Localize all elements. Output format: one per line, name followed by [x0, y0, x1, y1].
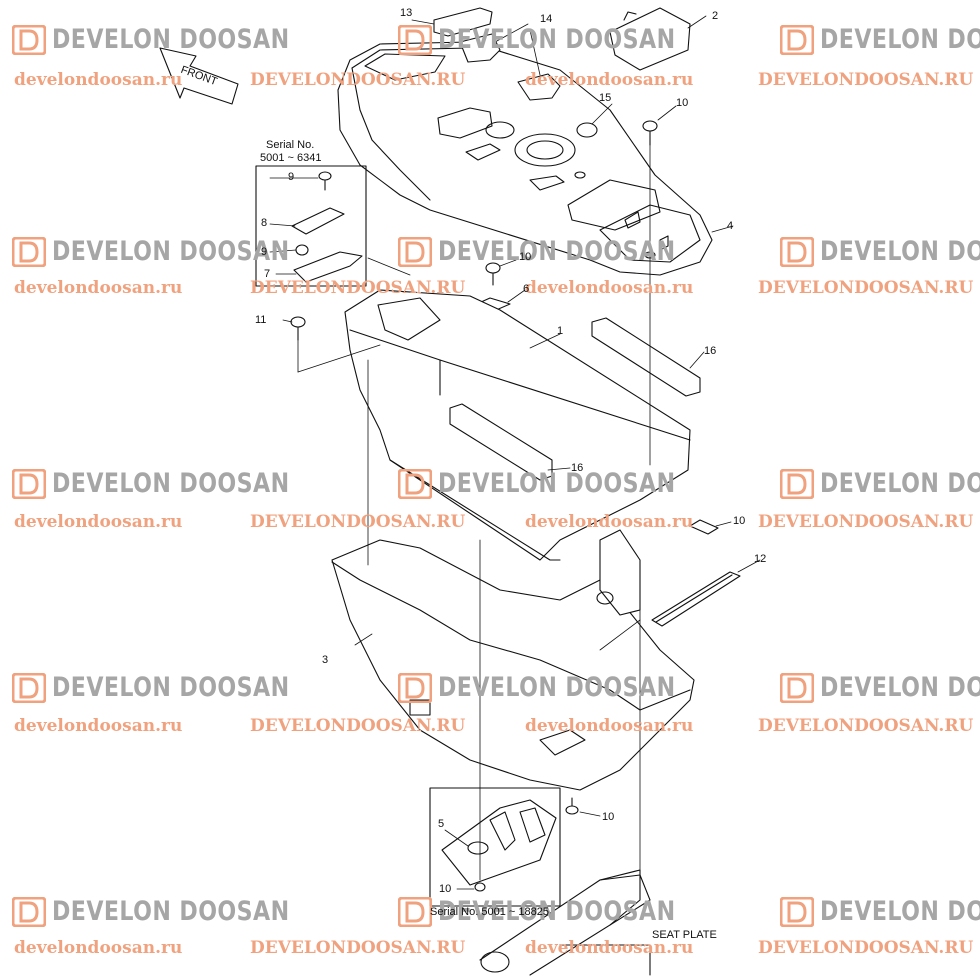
- lid-part-2: [609, 7, 691, 71]
- watermark-logo: DEVELON DOOSAN: [398, 896, 728, 927]
- develon-logo-icon: [780, 24, 814, 55]
- develon-logo-icon: [398, 672, 432, 703]
- callout-10-lower: 10: [602, 811, 615, 823]
- watermark-logo: DEVELON DOOSAN: [398, 672, 728, 703]
- callout-1: 1: [557, 325, 564, 337]
- watermark-url: develondoosan.ru: [14, 70, 183, 90]
- watermark-url: DEVELONDOOSAN.RU: [250, 278, 466, 298]
- develon-logo-icon: [398, 896, 432, 927]
- develon-logo-icon: [780, 672, 814, 703]
- callout-6: 6: [523, 283, 530, 295]
- watermark-url: DEVELONDOOSAN.RU: [758, 70, 974, 90]
- develon-logo-icon: [398, 468, 432, 499]
- watermark-url: develondoosan.ru: [14, 938, 183, 958]
- watermark-logo: DEVELON DOOSAN: [780, 896, 980, 927]
- seat-plate-label: SEAT PLATE: [652, 929, 717, 941]
- callout-11: 11: [255, 314, 267, 326]
- watermark-url: DEVELONDOOSAN.RU: [250, 938, 466, 958]
- watermark-url: develondoosan.ru: [14, 716, 183, 736]
- watermark-url: develondoosan.ru: [525, 70, 694, 90]
- develon-logo-icon: [398, 24, 432, 55]
- develon-logo-icon: [12, 896, 46, 927]
- callout-10-right: 10: [733, 515, 746, 527]
- watermark-url: develondoosan.ru: [525, 716, 694, 736]
- watermark-url: DEVELONDOOSAN.RU: [758, 938, 974, 958]
- callout-10-mid: 10: [519, 251, 532, 263]
- watermark-url: develondoosan.ru: [14, 278, 183, 298]
- watermark-logo: DEVELON DOOSAN: [780, 672, 980, 703]
- screw-part-11: [290, 316, 306, 341]
- watermark-url: DEVELONDOOSAN.RU: [758, 512, 974, 532]
- screw-part-10-right: [689, 519, 719, 535]
- develon-logo-icon: [780, 896, 814, 927]
- watermark-logo: DEVELON DOOSAN: [398, 236, 728, 267]
- watermark-url: develondoosan.ru: [525, 512, 694, 532]
- callout-10-bottom: 10: [439, 883, 452, 895]
- leader-lines: [269, 15, 761, 901]
- clip-part-14: [459, 33, 561, 101]
- callout-16-left: 16: [571, 462, 584, 474]
- develon-logo-icon: [780, 236, 814, 267]
- serial-inset-box-bottom: [429, 787, 561, 907]
- front-arrow: [159, 47, 239, 105]
- callout-3: 3: [322, 654, 329, 666]
- callout-5: 5: [438, 818, 445, 830]
- serial-top-line1: Serial No.: [266, 139, 315, 151]
- watermark-logo: DEVELON DOOSAN: [398, 24, 728, 55]
- plug-part-15: [576, 122, 598, 138]
- watermark-logo: DEVELON DOOSAN: [398, 468, 728, 499]
- frame-part-1: [344, 289, 691, 561]
- watermark-url: DEVELONDOOSAN.RU: [250, 716, 466, 736]
- console-cover-part-4: [337, 41, 713, 276]
- develon-logo-icon: [12, 236, 46, 267]
- screw-part-10-top: [642, 120, 658, 146]
- watermark-logo: DEVELON DOOSAN: [12, 236, 342, 267]
- develon-logo-icon: [12, 24, 46, 55]
- callout-16-right: 16: [704, 345, 717, 357]
- pad-part-16-left: [449, 403, 553, 481]
- serial-bottom-label: Serial No. 5001 ~ 18825: [430, 906, 549, 918]
- screw-part-10-lower: [565, 797, 579, 815]
- callout-12: 12: [754, 553, 767, 565]
- watermark-logo: DEVELON DOOSAN: [780, 468, 980, 499]
- watermark-logo: DEVELON DOOSAN: [780, 236, 980, 267]
- lower-housing-part-3: [331, 529, 695, 791]
- seal-part-12: [651, 571, 741, 627]
- callout-14: 14: [540, 13, 553, 25]
- callout-13: 13: [400, 7, 413, 19]
- pad-part-16-right: [591, 317, 701, 397]
- callout-10-top: 10: [676, 97, 689, 109]
- watermark-logo: DEVELON DOOSAN: [12, 672, 342, 703]
- callout-4: 4: [727, 220, 734, 232]
- watermark-logo: DEVELON DOOSAN: [12, 896, 342, 927]
- watermark-url: develondoosan.ru: [525, 938, 694, 958]
- watermark-url: develondoosan.ru: [525, 278, 694, 298]
- callout-2: 2: [712, 10, 719, 22]
- watermark-url: DEVELONDOOSAN.RU: [250, 70, 466, 90]
- watermark-logo: DEVELON DOOSAN: [12, 24, 342, 55]
- callout-7: 7: [264, 268, 271, 280]
- develon-logo-icon: [780, 468, 814, 499]
- callout-8: 8: [261, 217, 268, 229]
- callout-15: 15: [599, 92, 612, 104]
- watermark-logo: DEVELON DOOSAN: [12, 468, 342, 499]
- develon-logo-icon: [12, 672, 46, 703]
- watermark-logo: DEVELON DOOSAN: [780, 24, 980, 55]
- watermark-url: DEVELONDOOSAN.RU: [758, 278, 974, 298]
- watermark-url: DEVELONDOOSAN.RU: [758, 716, 974, 736]
- serial-top-line2: 5001 ~ 6341: [260, 152, 322, 164]
- develon-logo-icon: [398, 236, 432, 267]
- callout-9-bottom: 9: [261, 246, 268, 258]
- serial-inset-box-top: [255, 165, 367, 287]
- callout-9-top: 9: [288, 171, 295, 183]
- develon-logo-icon: [12, 468, 46, 499]
- watermark-url: develondoosan.ru: [14, 512, 183, 532]
- watermark-url: DEVELONDOOSAN.RU: [250, 512, 466, 532]
- cap-part-13: [433, 7, 493, 37]
